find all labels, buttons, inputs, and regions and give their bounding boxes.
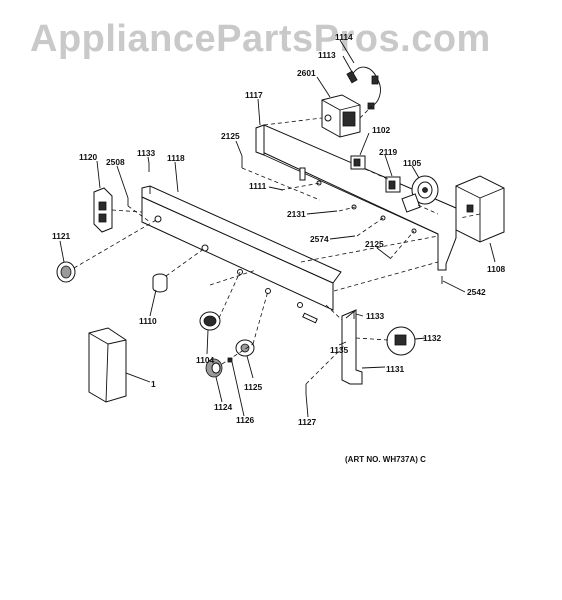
- label-1120: 1120: [79, 152, 98, 162]
- selector-switch-part: [385, 176, 401, 193]
- label-1127: 1127: [298, 417, 317, 427]
- label-1114: 1114: [335, 32, 353, 42]
- label-2125-lower: 2125: [365, 239, 384, 249]
- switch-part: [350, 155, 366, 170]
- knob-1124-part: [205, 358, 223, 378]
- label-1117: 1117: [245, 90, 263, 100]
- electronic-box-part: [455, 175, 505, 243]
- rotary-switch-part: [401, 175, 439, 213]
- label-1132: 1132: [423, 333, 442, 343]
- indicator-lens-part: [152, 273, 168, 293]
- door-switch-part: [386, 326, 416, 356]
- label-2508: 2508: [106, 157, 125, 167]
- knob-1104-part: [199, 311, 221, 331]
- label-1108: 1108: [487, 264, 506, 274]
- control-panel-part: [141, 185, 342, 324]
- part-labels: 1114 1113 2601 1117 1102 2125 2119 1105 …: [52, 32, 506, 427]
- manual-booklet-part: [88, 327, 127, 403]
- label-1121: 1121: [52, 231, 71, 241]
- knob-1121-part: [56, 261, 76, 283]
- label-1102: 1102: [372, 125, 391, 135]
- label-1111: 1111: [249, 181, 267, 191]
- knob-1125-part: [235, 339, 255, 357]
- label-1131: 1131: [386, 364, 405, 374]
- label-1133-upper: 1133: [137, 148, 156, 158]
- timer-motor-part: [321, 94, 361, 138]
- label-1135: 1135: [330, 345, 349, 355]
- label-1113: 1113: [318, 50, 336, 60]
- label-2601: 2601: [297, 68, 316, 78]
- terminal-block-part: [93, 187, 113, 233]
- label-1104: 1104: [196, 355, 215, 365]
- wire-harness-part: [346, 66, 381, 110]
- label-2574: 2574: [310, 234, 329, 244]
- label-1110: 1110: [139, 316, 157, 326]
- label-1124: 1124: [214, 402, 233, 412]
- label-2119: 2119: [379, 147, 398, 157]
- label-1133-lower: 1133: [366, 311, 385, 321]
- screws-group: [127, 156, 443, 394]
- leader-lines: [59, 39, 496, 418]
- label-2125-upper: 2125: [221, 131, 240, 141]
- label-1125: 1125: [244, 382, 263, 392]
- label-1126: 1126: [236, 415, 255, 425]
- label-2542: 2542: [467, 287, 486, 297]
- label-1118: 1118: [167, 153, 185, 163]
- explode-lines: [73, 105, 481, 385]
- label-2131: 2131: [287, 209, 306, 219]
- watermark-text: AppliancePartsPros.com: [30, 18, 491, 60]
- art-number: (ART NO. WH737A) C: [345, 455, 426, 464]
- label-1: 1: [151, 379, 156, 389]
- label-1105: 1105: [403, 158, 422, 168]
